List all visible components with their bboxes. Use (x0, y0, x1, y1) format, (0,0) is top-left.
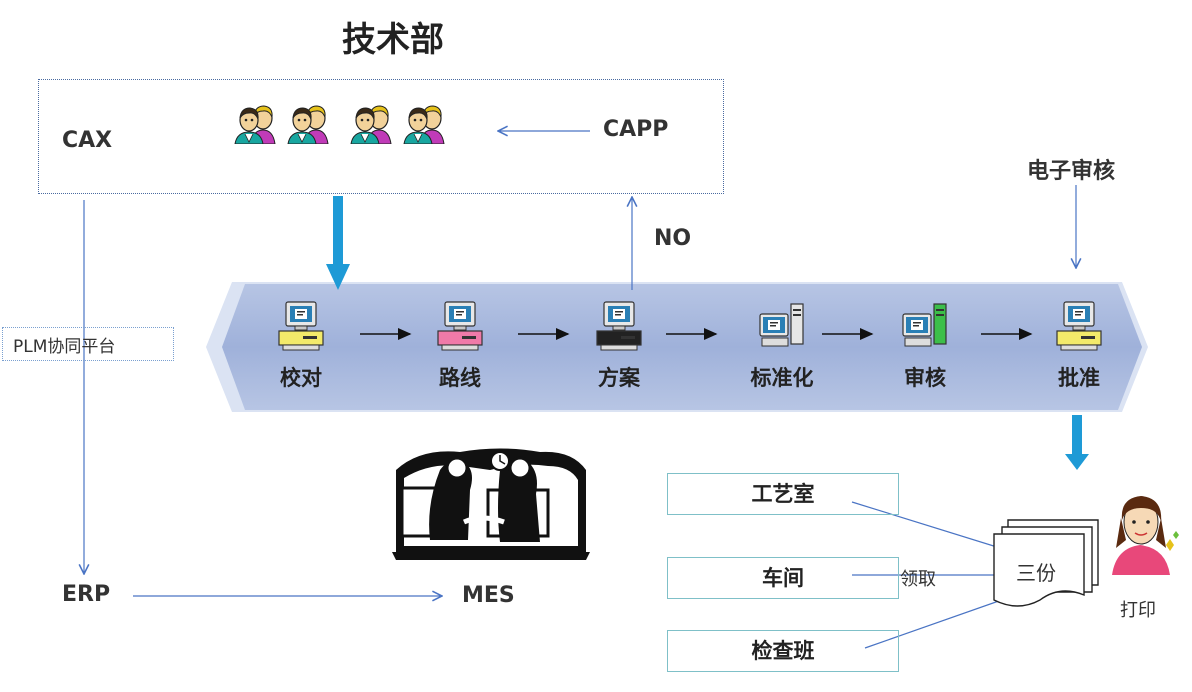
plm-band (206, 282, 1148, 412)
step-label: 方案 (598, 366, 640, 390)
department-title: 技术部 (342, 20, 444, 60)
tower-computer-icon (758, 300, 806, 352)
dept-inspection-team: 检查班 (667, 630, 899, 672)
print-label: 打印 (1120, 600, 1156, 621)
down-arrow-to-print (1065, 415, 1089, 470)
tech-department-box (38, 79, 724, 194)
mes-label: MES (462, 583, 515, 608)
step-review: 审核 (880, 300, 970, 392)
step-label: 标准化 (750, 366, 814, 390)
down-arrow-to-band (326, 196, 350, 290)
computer-icon (277, 300, 325, 352)
people-icon (349, 104, 395, 144)
step-label: 校对 (280, 366, 322, 390)
reject-label: NO (654, 226, 692, 251)
people-icon (402, 104, 448, 144)
computer-icon (595, 300, 643, 352)
capp-label: CAPP (603, 117, 669, 142)
computer-icon (1055, 300, 1103, 352)
step-plan: 方案 (574, 300, 664, 392)
erp-label: ERP (62, 582, 111, 607)
plm-platform-label: PLM协同平台 (2, 327, 174, 361)
step-label: 审核 (904, 366, 946, 390)
people-icon (286, 104, 332, 144)
step-approve: 批准 (1034, 300, 1124, 392)
handshake-clipart (392, 448, 590, 560)
step-label: 批准 (1058, 366, 1100, 390)
electronic-approval-label: 电子审核 (1027, 159, 1116, 184)
woman-icon (1112, 496, 1179, 575)
document-stack-icon (993, 519, 1099, 607)
dept-process-room: 工艺室 (667, 473, 899, 515)
step-proofread: 校对 (256, 300, 346, 392)
step-label: 路线 (439, 366, 481, 390)
computer-icon (436, 300, 484, 352)
tower-computer-icon (901, 300, 949, 352)
dept-workshop: 车间 (667, 557, 899, 599)
people-icon (233, 104, 279, 144)
cax-label: CAX (62, 128, 113, 153)
dept-arrow (851, 501, 1013, 552)
copies-label: 三份 (1016, 561, 1056, 585)
step-standardization: 标准化 (737, 300, 827, 392)
step-route: 路线 (415, 300, 505, 392)
dept-arrow (864, 596, 1013, 649)
receive-label: 领取 (900, 569, 936, 590)
